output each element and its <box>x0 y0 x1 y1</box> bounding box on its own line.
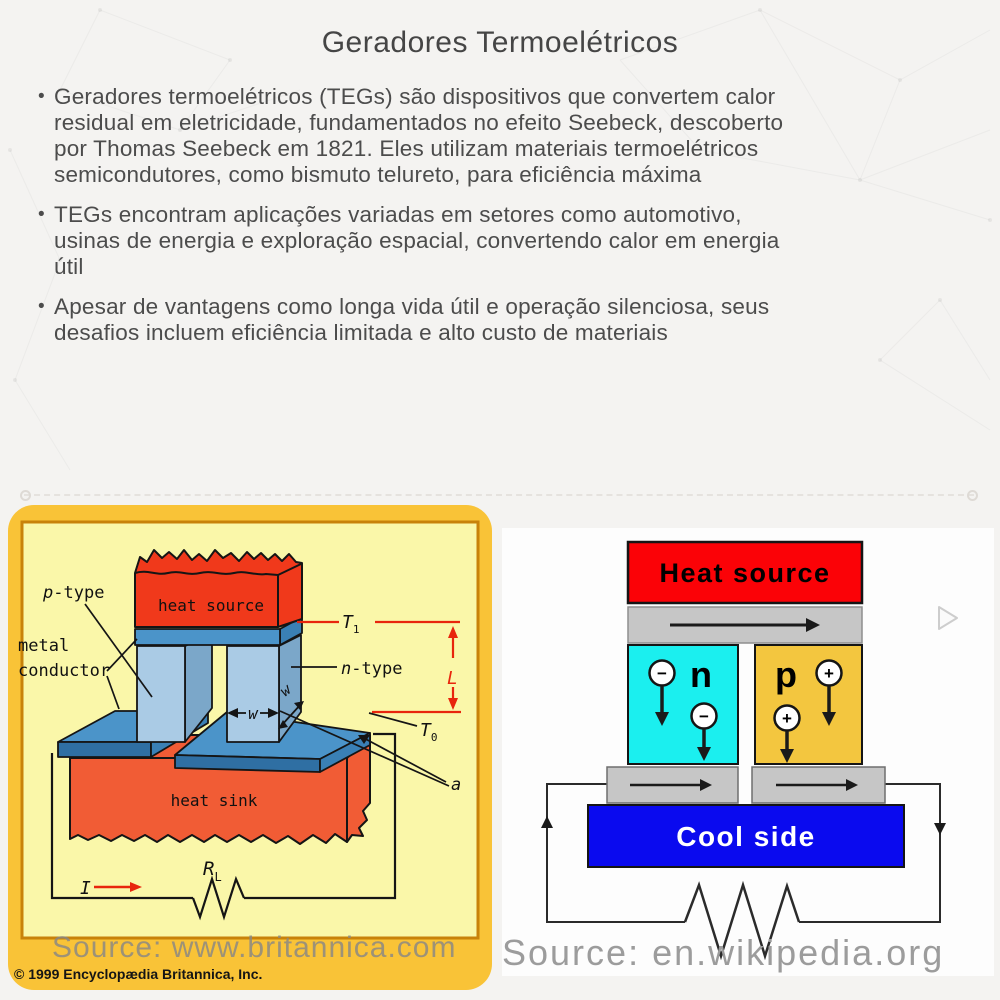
list-item: • Geradores termoelétricos (TEGs) são di… <box>38 84 953 188</box>
hole-carrier: + <box>815 659 843 726</box>
heat-sink-label: heat sink <box>171 791 258 810</box>
dimension-lines <box>297 620 461 714</box>
heat-flow-arrow <box>670 618 820 632</box>
bullet-list: • Geradores termoelétricos (TEGs) são di… <box>38 84 953 360</box>
watermark: Source: www.britannica.com <box>52 931 457 964</box>
cool-side-bar <box>587 804 905 868</box>
electron-carrier: − <box>648 659 676 726</box>
n-label: n <box>690 654 712 695</box>
source-caption: Source: en.wikipedia.org <box>502 932 944 973</box>
bullet-text: Geradores termoelétricos (TEGs) são disp… <box>54 84 784 187</box>
bullet-marker: • <box>38 296 45 317</box>
bullet-text: Apesar de vantagens como longa vida útil… <box>54 294 770 345</box>
hole-carrier: + <box>773 704 801 763</box>
left-pedestal <box>606 766 739 804</box>
width-label: w <box>248 704 259 723</box>
bullet-marker: • <box>38 204 45 225</box>
t0-label: T0 <box>420 720 437 744</box>
n-type-label: n-type <box>341 659 402 679</box>
top-conductor-bar <box>627 606 863 644</box>
heat-source-label: heat source <box>158 596 264 615</box>
p-column <box>136 633 213 743</box>
area-label: a <box>451 775 461 795</box>
metal-conductor-label-line1: metal <box>18 636 69 656</box>
figure-britannica-teg: heat sink heat source <box>8 505 492 990</box>
p-type-label: p-type <box>42 583 104 603</box>
copyright: © 1999 Encyclopædia Britannica, Inc. <box>14 966 262 982</box>
resistor <box>191 875 246 921</box>
p-label: p <box>775 654 797 695</box>
heat-source-label: Heat source <box>659 558 830 588</box>
list-item: • TEGs encontram aplicações variadas em … <box>38 202 953 280</box>
play-icon[interactable] <box>936 604 962 637</box>
heat-source-block <box>134 549 303 628</box>
page-title: Geradores Termoelétricos <box>321 26 679 59</box>
load-resistance-label: RL <box>203 858 222 884</box>
current-arrow <box>94 882 142 892</box>
metal-plate-top <box>134 616 303 646</box>
resistor <box>683 880 801 961</box>
svg-text:+: + <box>824 664 834 683</box>
current-up-arrow <box>541 816 553 828</box>
p-type-block <box>754 644 863 765</box>
divider-endpoint-icon <box>967 490 978 501</box>
n-column <box>226 634 302 743</box>
width-arrows <box>227 701 304 729</box>
current-down-arrow <box>934 823 946 835</box>
bullet-text: TEGs encontram aplicações variadas em se… <box>54 202 780 279</box>
svg-text:−: − <box>657 664 667 683</box>
figure-wikipedia-teg: Heat source n − − p + + <box>502 528 994 976</box>
bullet-marker: • <box>38 86 45 107</box>
divider-endpoint-icon <box>20 490 31 501</box>
heat-source-bar <box>626 540 864 605</box>
right-pedestal <box>751 766 886 804</box>
circuit-wire <box>546 783 941 961</box>
t1-label: T1 <box>342 612 359 636</box>
metal-conductor-label-line2: conductor <box>18 661 110 681</box>
n-type-block <box>627 644 739 765</box>
length-label: L <box>447 668 458 689</box>
current-label: I <box>80 878 91 899</box>
svg-text:−: − <box>699 707 709 726</box>
dashed-divider <box>20 490 978 501</box>
cool-side-label: Cool side <box>676 821 816 852</box>
circuit-wire <box>50 732 397 921</box>
list-item: • Apesar de vantagens como longa vida út… <box>38 294 953 346</box>
svg-text:+: + <box>782 709 792 728</box>
electron-carrier: − <box>690 702 718 761</box>
leader-lines <box>84 603 450 787</box>
